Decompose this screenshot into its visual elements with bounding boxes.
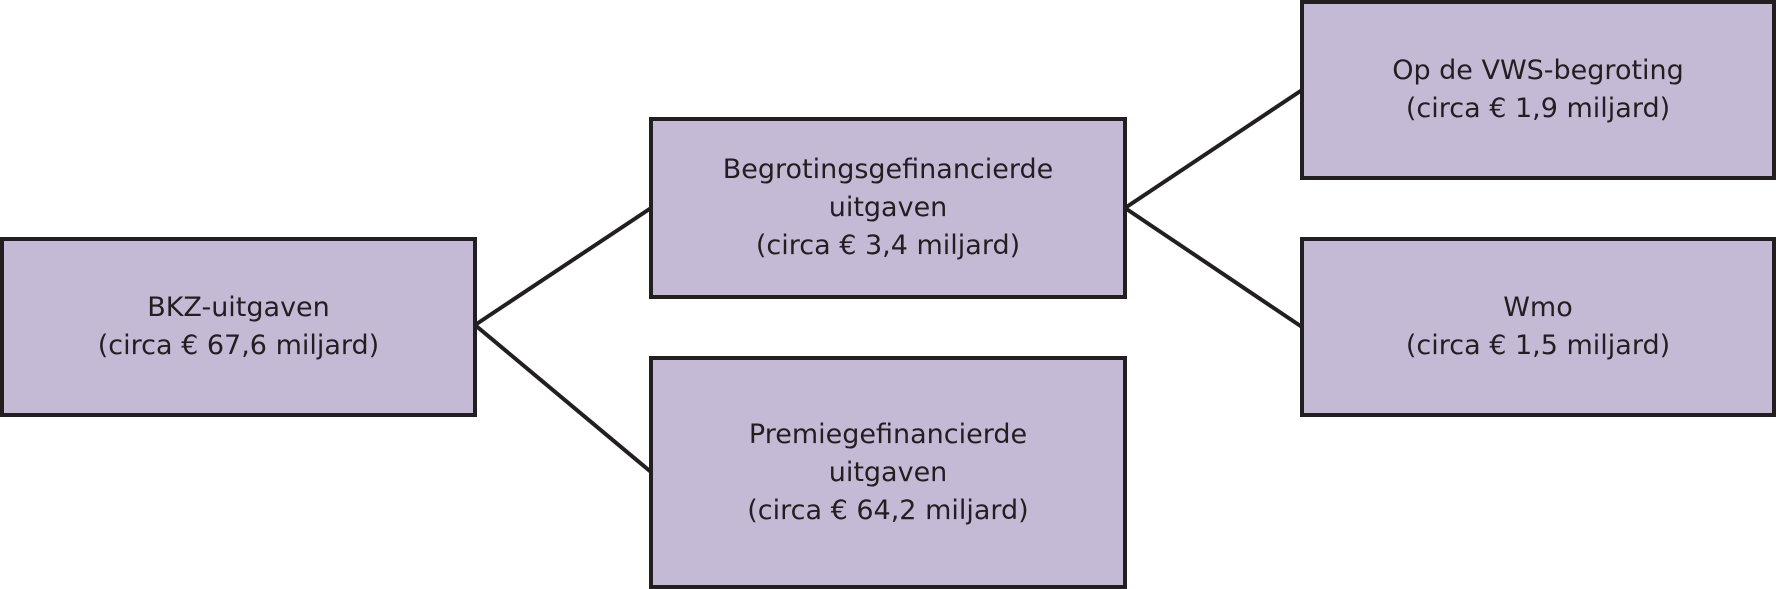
node-bkz-amount: (circa € 67,6 miljard) <box>97 330 380 361</box>
node-vws-amount: (circa € 1,9 miljard) <box>1405 93 1671 124</box>
node-begrotings-amount: (circa € 3,4 miljard) <box>755 230 1021 261</box>
connector-bkz-premie <box>473 323 653 474</box>
node-premiegefinancierde-uitgaven: Premiegefinancierde uitgaven (circa € 64… <box>649 356 1127 589</box>
node-begrotingsgefinancierde-uitgaven: Begrotingsgefinancierde uitgaven (circa … <box>649 117 1127 299</box>
connector-begrotings-wmo <box>1123 206 1304 329</box>
node-wmo-amount: (circa € 1,5 miljard) <box>1405 330 1671 361</box>
node-bkz-title: BKZ-uitgaven <box>147 292 330 323</box>
node-premie-subtitle: uitgaven <box>828 456 948 488</box>
node-wmo: Wmo (circa € 1,5 miljard) <box>1300 237 1776 417</box>
node-begrotings-subtitle: uitgaven <box>828 192 948 223</box>
node-premie-title: Premiegefinancierde <box>748 418 1028 450</box>
node-premie-amount: (circa € 64,2 miljard) <box>747 494 1029 526</box>
node-begrotings-title: Begrotingsgefinancierde <box>722 154 1054 185</box>
node-wmo-title: Wmo <box>1503 292 1573 323</box>
connector-bkz-begrotings <box>473 206 653 327</box>
node-vws-begroting: Op de VWS-begroting (circa € 1,9 miljard… <box>1300 0 1776 180</box>
node-vws-title: Op de VWS-begroting <box>1392 55 1684 86</box>
node-bkz-uitgaven: BKZ-uitgaven (circa € 67,6 miljard) <box>0 237 477 417</box>
connector-begrotings-vws <box>1123 88 1304 210</box>
